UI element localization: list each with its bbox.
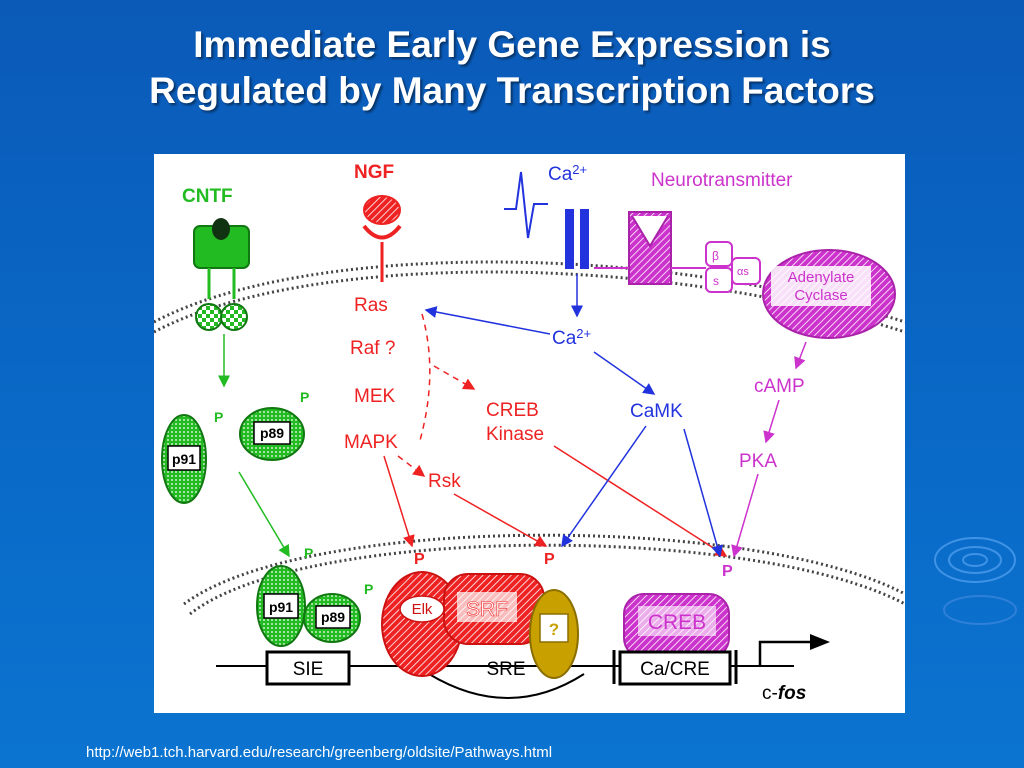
arrow-raf-to-creb-kinase: [433, 365, 476, 390]
cntf-receptor: [193, 218, 250, 331]
raf-label: Raf ?: [350, 338, 395, 359]
adenylate-cyclase: Adenylate Cyclase: [762, 249, 896, 339]
svg-text:β: β: [712, 249, 719, 263]
svg-text:SIE: SIE: [293, 659, 324, 680]
svg-text:P: P: [544, 551, 555, 568]
svg-text:P: P: [364, 581, 373, 597]
creb-label: CREB: [648, 611, 706, 634]
ras-label: Ras: [354, 295, 388, 316]
ngf-label: NGF: [354, 162, 394, 183]
creb-dimer: CREB P: [623, 563, 733, 659]
neurotransmitter-label: Neurotransmitter: [651, 170, 793, 191]
cell-membrane-outer: [154, 260, 905, 324]
source-url[interactable]: http://web1.tch.harvard.edu/research/gre…: [86, 744, 553, 761]
arrow-mapk-to-rsk: [397, 455, 426, 477]
slide-title: Immediate Early Gene Expression is Regul…: [0, 22, 1024, 114]
creb-kinase-label-2: Kinase: [486, 424, 544, 445]
svg-text:P: P: [214, 409, 223, 425]
camp-label: cAMP: [754, 376, 805, 397]
arrow-stat-to-nucleus: [238, 471, 290, 558]
svg-text:p89: p89: [321, 609, 345, 625]
nuclear-membrane-inner: [189, 543, 905, 616]
cfos-gene-label: c-fos: [762, 683, 806, 704]
arrow-pka-to-creb: [731, 473, 759, 558]
cntf-label: CNTF: [182, 186, 233, 207]
title-line-2: Regulated by Many Transcription Factors: [149, 70, 875, 111]
ca-in-label: Ca2+: [548, 162, 587, 185]
camk-label: CaMK: [630, 401, 683, 422]
svg-text:αs: αs: [737, 266, 749, 278]
arrow-camp-to-pka: [763, 399, 780, 444]
svg-text:p91: p91: [172, 451, 196, 467]
svg-text:P: P: [722, 563, 733, 580]
srf-label: SRF: [466, 598, 508, 621]
elk-label: Elk: [412, 601, 433, 618]
svg-text:p91: p91: [269, 599, 293, 615]
svg-text:Cyclase: Cyclase: [794, 287, 847, 304]
svg-text:s: s: [713, 274, 719, 288]
cacre-element: Ca/CRE: [612, 650, 738, 686]
arrow-creb-kinase-to-creb: [553, 445, 728, 557]
sie-element: SIE: [265, 650, 351, 686]
arrow-rsk-to-srf: [453, 493, 548, 547]
sre-dna-loop: [428, 673, 585, 699]
pka-label: PKA: [739, 451, 777, 472]
arrow-ca-to-camk: [593, 351, 656, 395]
arrow-ca-to-ras: [424, 306, 551, 335]
arrow-ac-to-camp: [794, 341, 807, 370]
svg-text:?: ?: [549, 620, 559, 639]
p89-nuclear: p89 P: [303, 581, 373, 643]
creb-kinase-label-1: CREB: [486, 400, 539, 421]
mek-label: MEK: [354, 386, 396, 407]
gpcr-receptor: [628, 211, 672, 285]
title-line-1: Immediate Early Gene Expression is: [193, 24, 831, 65]
rsk-label: Rsk: [428, 471, 461, 492]
p91-cytoplasmic: p91 P: [161, 409, 223, 504]
unknown-factor: ?: [529, 589, 579, 679]
membrane-potential-icon: [504, 171, 548, 239]
g-protein: β s αs: [705, 241, 761, 293]
ngf-receptor: [362, 195, 402, 282]
calcium-channel: [565, 209, 589, 269]
transcription-start-arrow: [758, 634, 830, 666]
arrow-camk-to-srf: [561, 425, 647, 548]
water-ripple-decoration: [934, 537, 1017, 625]
sre-label: SRE: [486, 659, 525, 680]
svg-text:p89: p89: [260, 425, 284, 441]
arrow-mapk-to-elk: [383, 455, 415, 548]
svg-text:P: P: [304, 545, 313, 561]
ca-cytoplasmic-label: Ca2+: [552, 326, 591, 349]
arrow-camk-to-creb: [683, 428, 723, 558]
svg-text:Adenylate: Adenylate: [788, 269, 855, 286]
svg-text:P: P: [300, 389, 309, 405]
p89-cytoplasmic: p89 P: [239, 389, 309, 461]
p91-nuclear: p91 P: [256, 545, 313, 647]
cell-membrane-inner: [154, 270, 905, 334]
pathway-diagram: CNTF p91 P p89 P NGF Ras Raf ? MEK MAPK …: [154, 154, 905, 713]
svg-text:P: P: [414, 551, 425, 568]
arrow-ras-raf-mek-mapk: [418, 313, 431, 445]
mapk-label: MAPK: [344, 432, 398, 453]
svg-text:Ca/CRE: Ca/CRE: [640, 659, 710, 680]
elk-srf-complex: Elk SRF P P: [381, 551, 555, 677]
